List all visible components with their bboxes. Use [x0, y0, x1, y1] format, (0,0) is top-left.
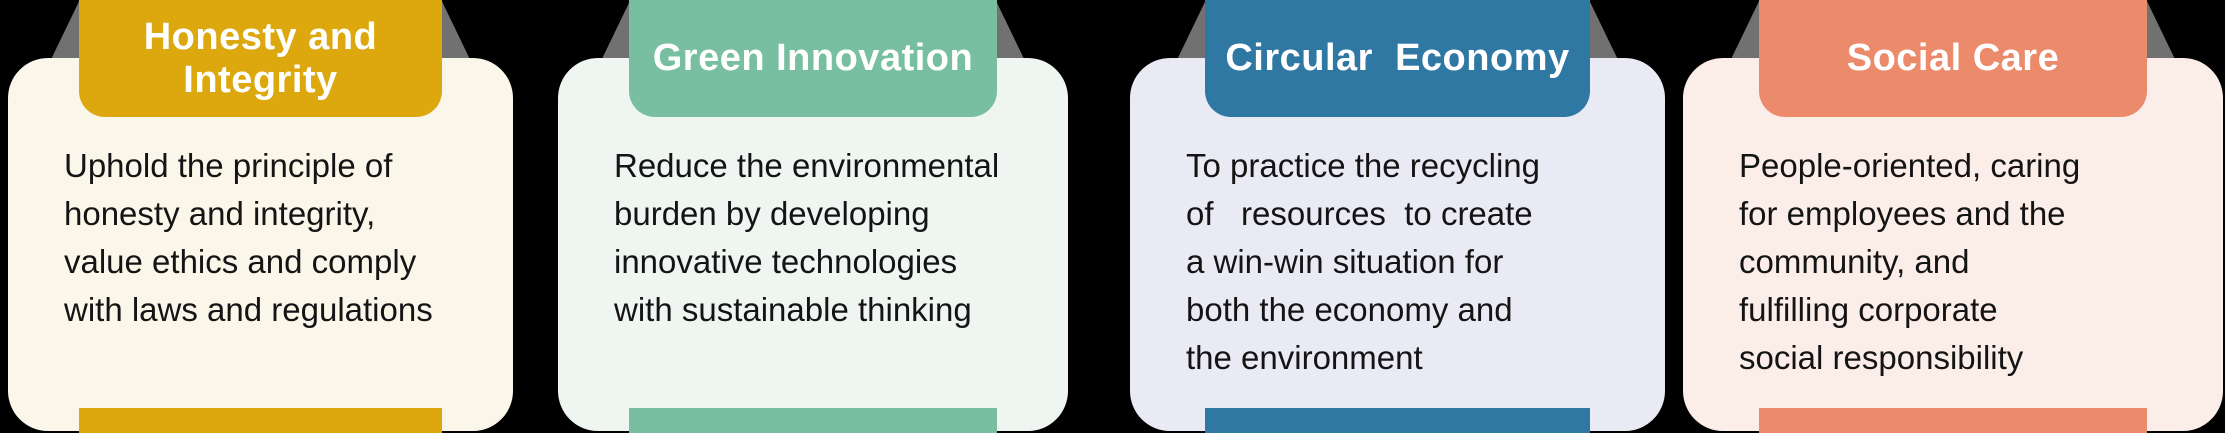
card-green-innovation: Green Innovation Reduce the environmenta…	[558, 0, 1068, 433]
ribbon-fold-right-icon	[2146, 0, 2175, 58]
card-title-banner: Circular Economy	[1204, 0, 1591, 117]
card-circular-economy: Circular Economy To practice the recycli…	[1130, 0, 1665, 433]
card-footer-bar	[1204, 408, 1591, 433]
card-footer-bar	[78, 408, 443, 433]
card-description: People-oriented, caring for employees an…	[1739, 147, 2081, 376]
ribbon-fold-left-icon	[1177, 0, 1206, 58]
card-honesty-and-integrity: Honesty and Integrity Uphold the princip…	[8, 0, 513, 433]
card-description: Reduce the environmental burden by devel…	[614, 147, 1000, 328]
card-title: Green Innovation	[652, 37, 974, 80]
card-description: Uphold the principle of honesty and inte…	[64, 147, 433, 328]
card-description: To practice the recycling of resources t…	[1186, 147, 1540, 376]
card-title: Circular Economy	[1225, 37, 1570, 80]
card-title-banner: Social Care	[1758, 0, 2148, 117]
ribbon-fold-left-icon	[51, 0, 80, 58]
ribbon-fold-right-icon	[995, 0, 1024, 58]
card-footer-bar	[629, 408, 997, 433]
card-social-care: Social Care People-oriented, caring for …	[1683, 0, 2223, 433]
card-footer-bar	[1758, 408, 2148, 433]
card-title: Social Care	[1846, 37, 2060, 80]
card-title: Honesty and Integrity	[143, 15, 378, 101]
card-title-banner: Honesty and Integrity	[78, 0, 443, 117]
ribbon-fold-right-icon	[441, 0, 470, 58]
card-title-banner: Green Innovation	[629, 0, 997, 117]
ribbon-fold-left-icon	[1731, 0, 1760, 58]
ribbon-fold-left-icon	[602, 0, 631, 58]
ribbon-fold-right-icon	[1589, 0, 1618, 58]
